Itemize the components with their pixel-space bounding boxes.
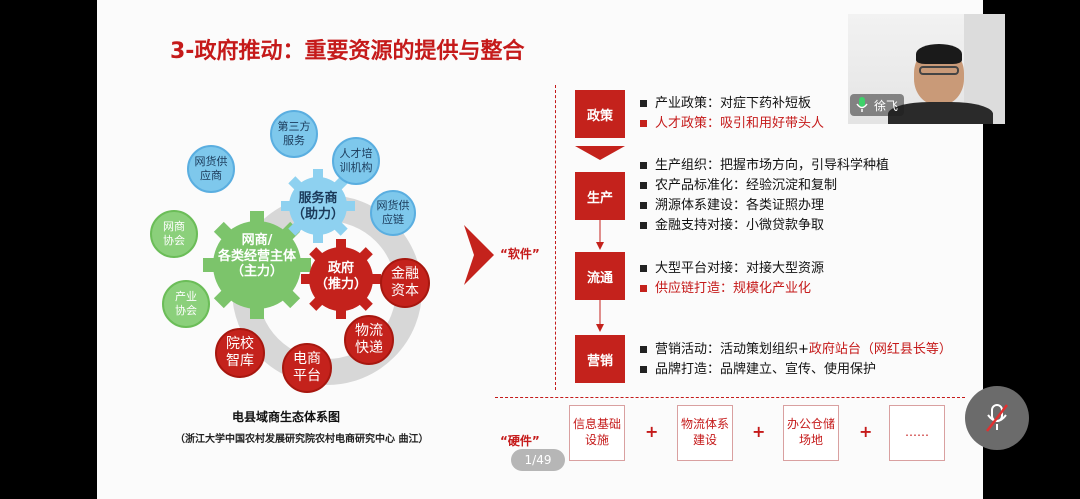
bullet-item: 人才政策：吸引和用好带头人 bbox=[640, 114, 824, 134]
presentation-slide: 3-政府推动：重要资源的提供与整合 网商/ 各类经营主体 （主力） bbox=[97, 0, 983, 499]
diagram-caption: 电县域商生态体系图 bbox=[232, 410, 341, 424]
plus-sign: + bbox=[645, 422, 659, 441]
green-gear-icon bbox=[203, 211, 311, 319]
red-gear-icon bbox=[301, 239, 381, 319]
stage-circulation: 流通 bbox=[575, 252, 625, 300]
bullet-item: 营销活动：活动策划组织+政府站台（网红县长等） bbox=[640, 340, 952, 360]
bullet-item: 产业政策：对症下药补短板 bbox=[640, 94, 824, 114]
slide-title: 3-政府推动：重要资源的提供与整合 bbox=[170, 39, 525, 64]
page-indicator: 1/49 bbox=[511, 449, 565, 471]
node-supplier: 网货供应商 bbox=[187, 145, 235, 193]
participant-video[interactable]: 徐飞 bbox=[848, 14, 1005, 124]
stage-marketing: 营销 bbox=[575, 335, 625, 383]
big-arrow-icon bbox=[464, 225, 494, 285]
bullet-item: 供应链打造：规模化产业化 bbox=[640, 279, 824, 299]
mute-toggle-button[interactable] bbox=[965, 386, 1029, 450]
node-third-party: 第三方服务 bbox=[270, 110, 318, 158]
node-netbiz-assoc: 网商协会 bbox=[150, 210, 198, 258]
circulation-bullets: 大型平台对接：对接大型资源 供应链打造：规模化产业化 bbox=[640, 259, 824, 299]
bullet-item: 金融支持对接：小微贷款争取 bbox=[640, 216, 889, 236]
bullet-item: 品牌打造：品牌建立、宣传、使用保护 bbox=[640, 360, 952, 380]
node-college: 院校智库 bbox=[215, 328, 265, 378]
microphone-icon bbox=[856, 97, 868, 112]
diagram-source: （浙江大学中国农村发展研究院农村电商研究中心 曲江） bbox=[175, 434, 429, 445]
blue-gear-icon bbox=[281, 169, 355, 243]
participant-name-tag: 徐飞 bbox=[850, 94, 905, 116]
node-talent: 人才培训机构 bbox=[332, 137, 380, 185]
software-label: “软件” bbox=[500, 247, 540, 261]
policy-bullets: 产业政策：对症下药补短板 人才政策：吸引和用好带头人 bbox=[640, 94, 824, 134]
bullet-item: 溯源体系建设：各类证照办理 bbox=[640, 196, 889, 216]
red-gear-label: 政府 （推力） bbox=[314, 261, 367, 292]
hw-more: …… bbox=[889, 405, 945, 461]
marketing-bullets: 营销活动：活动策划组织+政府站台（网红县长等） 品牌打造：品牌建立、宣传、使用保… bbox=[640, 340, 952, 380]
stage-production: 生产 bbox=[575, 172, 625, 220]
bullet-item: 农产品标准化：经验沉淀和复制 bbox=[640, 176, 889, 196]
node-logistics: 物流快递 bbox=[344, 315, 394, 365]
participant-glasses bbox=[919, 66, 959, 75]
green-gear-label: 网商/ 各类经营主体 （主力） bbox=[217, 233, 296, 280]
hw-office-warehouse: 办公仓储场地 bbox=[783, 405, 839, 461]
plus-sign: + bbox=[752, 422, 766, 441]
hardware-label: “硬件” bbox=[500, 434, 540, 448]
node-supply-chain: 网货供应链 bbox=[370, 190, 416, 236]
divider-horizontal bbox=[495, 397, 965, 398]
participant-shirt bbox=[888, 102, 993, 124]
hw-info-infra: 信息基础设施 bbox=[569, 405, 625, 461]
participant-name: 徐飞 bbox=[874, 98, 899, 113]
node-industry-assoc: 产业协会 bbox=[162, 280, 210, 328]
bullet-item: 大型平台对接：对接大型资源 bbox=[640, 259, 824, 279]
node-ecom-platform: 电商平台 bbox=[282, 343, 332, 393]
divider-vertical bbox=[555, 85, 556, 390]
participant-hair bbox=[916, 44, 962, 64]
ecosystem-diagram: 网商/ 各类经营主体 （主力） 服务商 （助力） bbox=[137, 100, 437, 400]
hw-logistics: 物流体系建设 bbox=[677, 405, 733, 461]
plus-sign: + bbox=[859, 422, 873, 441]
bullet-item: 生产组织：把握市场方向，引导科学种植 bbox=[640, 156, 889, 176]
blue-gear-label: 服务商 （助力） bbox=[291, 191, 344, 222]
production-bullets: 生产组织：把握市场方向，引导科学种植 农产品标准化：经验沉淀和复制 溯源体系建设… bbox=[640, 156, 889, 236]
stage-policy: 政策 bbox=[575, 90, 625, 138]
node-finance: 金融资本 bbox=[380, 258, 430, 308]
mic-off-icon bbox=[986, 404, 1008, 432]
